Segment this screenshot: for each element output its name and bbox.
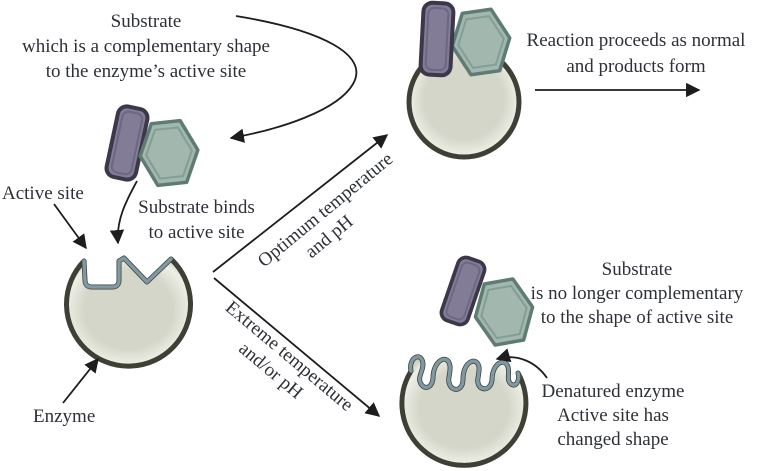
- substrate-rectangle: [420, 2, 454, 75]
- label-line: Substrate: [110, 11, 182, 32]
- label-line: Enzyme: [33, 406, 96, 427]
- extreme-conditions-arrow: [213, 277, 381, 417]
- label-line: changed shape: [557, 429, 669, 450]
- label-line: Reaction proceeds as normal: [526, 30, 746, 51]
- active-site-pointer-arrow: [53, 203, 87, 250]
- label-line: to the enzyme’s active site: [45, 61, 247, 82]
- active-site-label: Active site: [2, 181, 84, 206]
- label-line: and products form: [566, 56, 706, 77]
- substrate-pair-free: [102, 102, 203, 189]
- substrate-rectangle: [102, 102, 152, 184]
- label-line: Substrate binds: [138, 197, 255, 218]
- substrate-callout-curved-arrow: [229, 15, 358, 143]
- label-line: to the shape of active site: [540, 307, 734, 328]
- label-line: is no longer complementary: [530, 283, 744, 304]
- label-line: Active site has: [557, 405, 669, 426]
- enzyme-label: Enzyme: [33, 404, 95, 429]
- substrate-complementary-label: Substrate which is a complementary shape…: [21, 9, 271, 84]
- substrate-binds-curved-arrow: [109, 180, 138, 245]
- denatured-enzyme-label: Denatured enzyme Active site has changed…: [527, 380, 699, 452]
- denatured-pointer-curved-arrow: [495, 348, 548, 379]
- enzyme-substrate-complex: [406, 2, 522, 160]
- label-line: which is a complementary shape: [22, 36, 270, 57]
- label-line: Substrate: [601, 259, 673, 280]
- label-line: Active site: [2, 183, 84, 204]
- enzyme-shape: [64, 255, 193, 369]
- label-line: to active site: [148, 222, 245, 243]
- denatured-active-site-lining: [408, 355, 521, 392]
- substrate-not-complementary-label: Substrate is no longer complementary to …: [522, 258, 752, 330]
- reaction-proceeds-label: Reaction proceeds as normal and products…: [516, 28, 756, 80]
- enzyme-pointer-arrow: [62, 357, 99, 404]
- active-site-lining: [82, 256, 173, 289]
- optimum-conditions-arrow: [212, 134, 389, 273]
- substrate-binds-label: Substrate binds to active site: [119, 195, 274, 245]
- label-line: Denatured enzyme: [541, 381, 685, 402]
- denatured-enzyme-shape: [399, 354, 529, 468]
